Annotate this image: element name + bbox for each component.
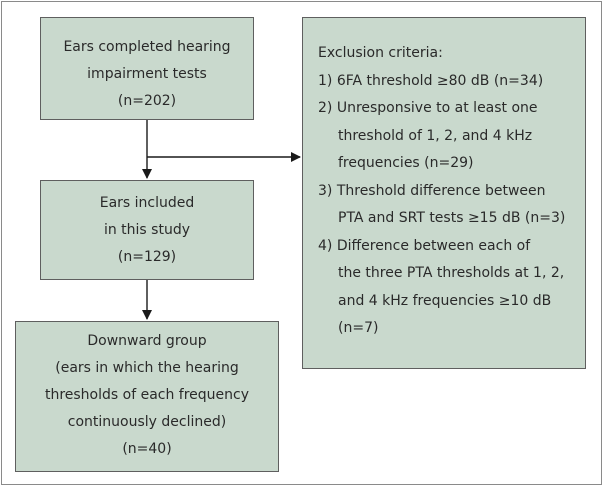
exclusion-line: and 4 kHz frequencies ≥10 dB (338, 292, 552, 309)
box-line: impairment tests (87, 66, 207, 82)
exclusion-item-1: 1) 6FA threshold ≥80 dB (n=34) (318, 68, 585, 96)
exclusion-line: the three PTA thresholds at 1, 2, (338, 265, 565, 281)
exclusion-item-4: 4) Difference between each of the three … (318, 233, 585, 343)
box-line: in this study (103, 222, 191, 238)
exclusion-line: threshold of 1, 2, and 4 kHz (338, 127, 533, 144)
box-line: continuously declined) (67, 414, 227, 430)
exclusion-line: frequencies (n=29) (338, 155, 474, 171)
box-count: (n=129) (117, 249, 177, 265)
box-line: (ears in which the hearing (55, 360, 239, 376)
box-exclusion-criteria: Exclusion criteria: 1) 6FA threshold ≥80… (302, 17, 586, 369)
exclusion-line: (n=7) (338, 320, 379, 336)
box-downward-group: Downward group (ears in which the hearin… (15, 321, 279, 472)
box-ears-completed-tests: Ears completed hearing impairment tests … (40, 17, 254, 120)
exclusion-line: 2) Unresponsive to at least one (318, 100, 538, 116)
box-count: (n=40) (122, 441, 172, 457)
box-line: Ears included (99, 195, 195, 211)
box-line: Ears completed hearing (63, 39, 231, 55)
box-count: (n=202) (117, 93, 177, 109)
exclusion-line: 1) 6FA threshold ≥80 dB (n=34) (318, 72, 544, 89)
exclusion-item-3: 3) Threshold difference between PTA and … (318, 178, 585, 233)
box-line: thresholds of each frequency (44, 387, 250, 403)
exclusion-line: 3) Threshold difference between (318, 182, 546, 199)
exclusion-line: 4) Difference between each of (318, 237, 531, 254)
box-line: Downward group (87, 333, 207, 349)
exclusion-item-2: 2) Unresponsive to at least one threshol… (318, 95, 585, 178)
exclusion-line: PTA and SRT tests ≥15 dB (n=3) (338, 210, 566, 226)
exclusion-title: Exclusion criteria: (318, 45, 443, 61)
box-ears-included: Ears included in this study (n=129) (40, 180, 254, 280)
